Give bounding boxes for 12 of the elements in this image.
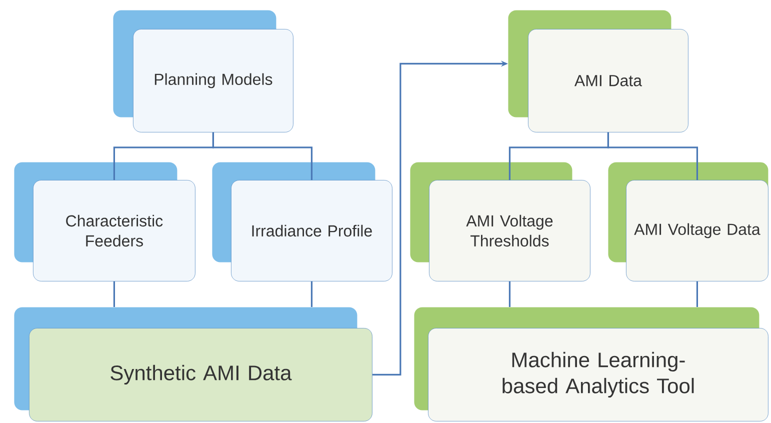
connector: [508, 281, 510, 307]
connector: [310, 281, 312, 307]
stacked-box: AMI Voltage Data: [608, 162, 768, 282]
stacked-box: Machine Learning-based Analytics Tool: [414, 307, 768, 422]
connector: [113, 281, 115, 307]
stacked-box: Planning Models: [113, 10, 294, 132]
stacked-box: AMI Data: [508, 10, 688, 132]
stacked-box: Synthetic AMI Data: [14, 307, 372, 422]
connector: [696, 281, 698, 307]
stacked-box: AMI Voltage Thresholds: [410, 162, 590, 282]
stacked-box: Irradiance Profile: [212, 162, 392, 282]
stacked-box: Characteristic Feeders: [14, 162, 196, 282]
